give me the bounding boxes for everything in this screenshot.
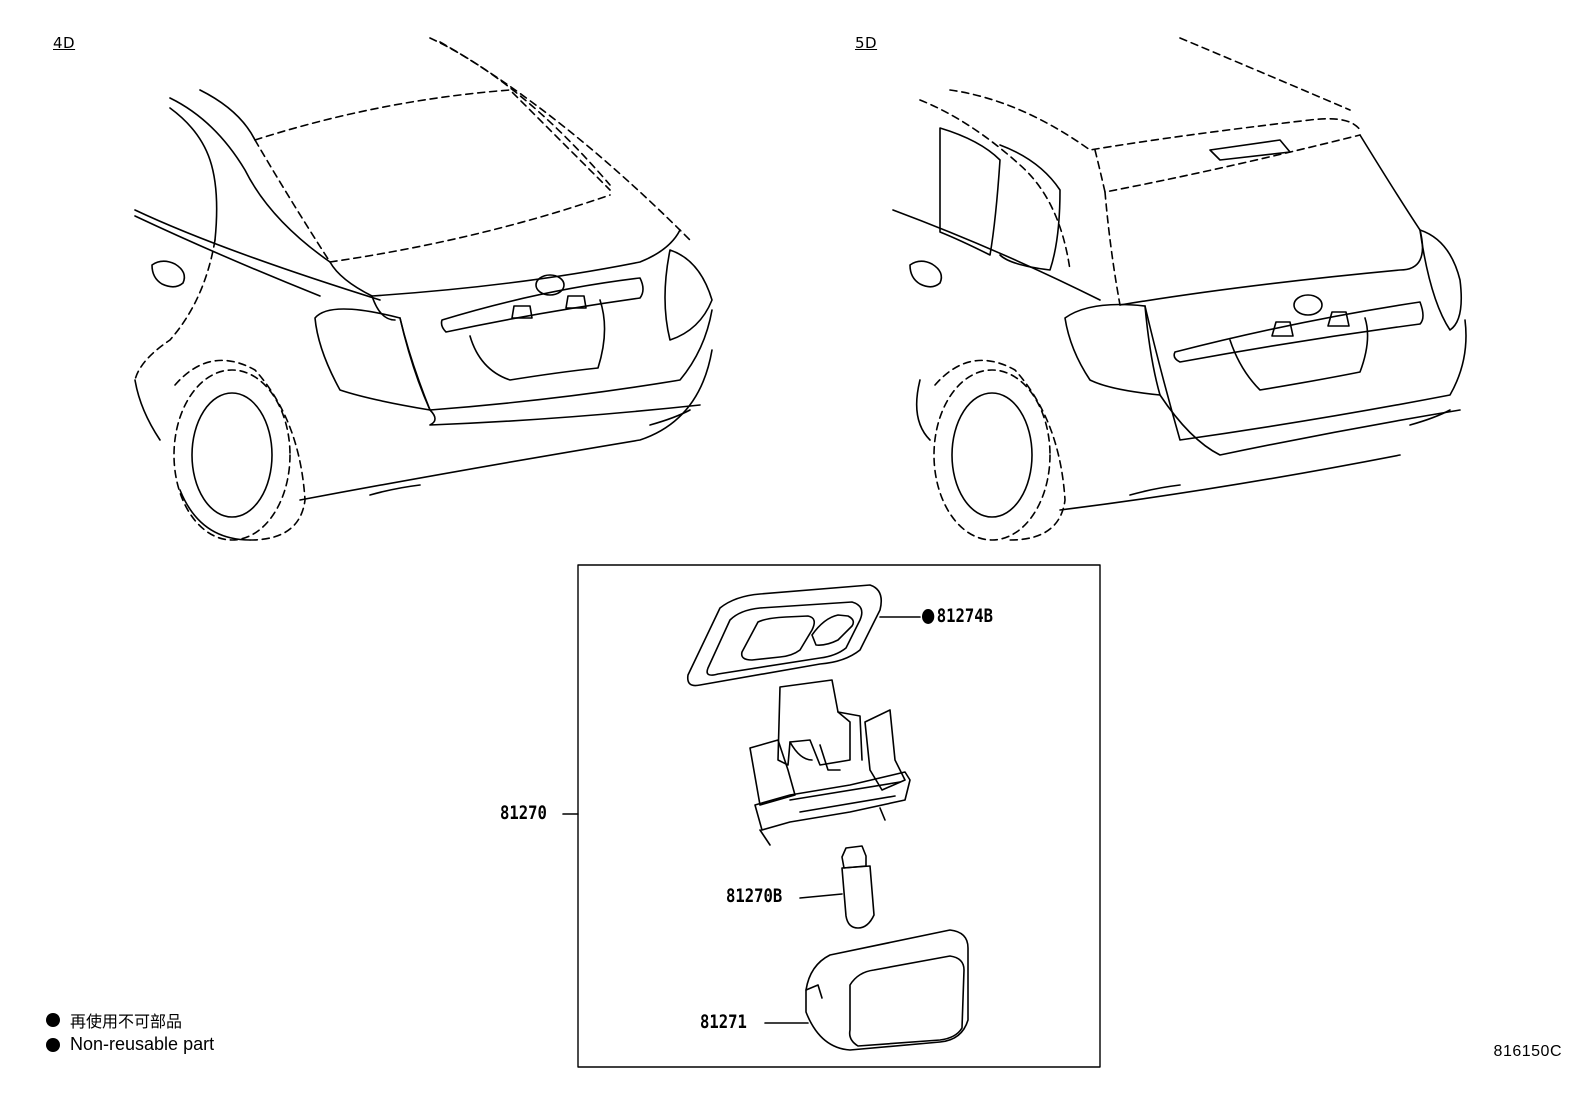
- legend-jp-row: 再使用不可部品: [46, 1008, 182, 1032]
- bulb-part: [799, 845, 875, 929]
- callout-81274b-label: 81274B: [936, 605, 994, 627]
- detail-frame: [577, 564, 1101, 1068]
- wagon-view-tag: 5D: [855, 34, 878, 52]
- legend-dot-icon: [46, 1013, 60, 1027]
- callout-81271: 81271: [700, 1011, 747, 1033]
- non-reusable-marker-icon: [922, 609, 935, 624]
- legend-en-text: Non-reusable part: [70, 1034, 215, 1054]
- callout-81270b: 81270B: [726, 885, 783, 907]
- figure-number: 816150C: [1493, 1043, 1562, 1060]
- callout-81274b: 81274B: [922, 605, 993, 627]
- legend-jp-text: 再使用不可部品: [70, 1012, 183, 1031]
- wagon-illustration: [892, 37, 1467, 541]
- lens-part: [764, 929, 969, 1051]
- lamp-housing-part: [562, 679, 911, 846]
- legend-dot-icon: [46, 1037, 60, 1052]
- gasket-part: [686, 584, 921, 687]
- sedan-illustration: [134, 37, 713, 541]
- legend-en-row: Non-reusable part: [46, 1034, 214, 1055]
- callout-81270: 81270: [500, 802, 547, 824]
- sedan-view-tag: 4D: [53, 34, 76, 52]
